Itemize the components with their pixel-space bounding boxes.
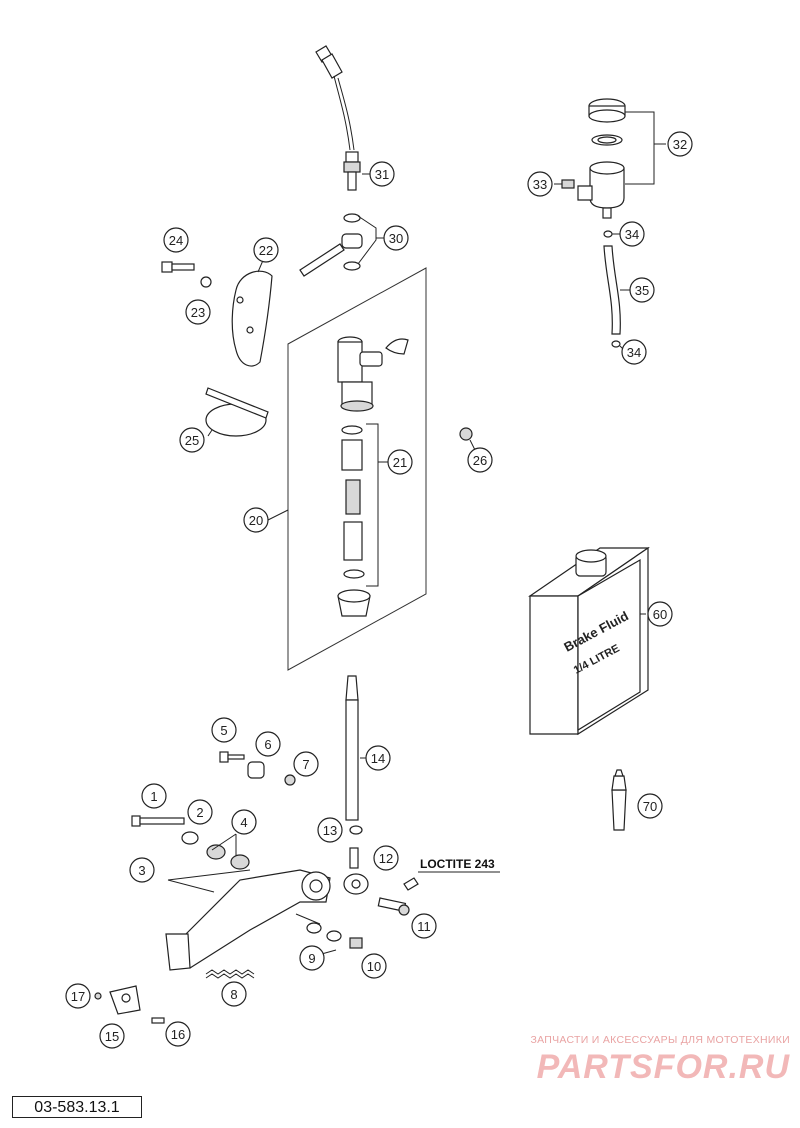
svg-text:7: 7 bbox=[302, 757, 309, 772]
callout-13: 13 bbox=[317, 817, 343, 843]
callout-23: 23 bbox=[185, 299, 211, 325]
svg-text:21: 21 bbox=[393, 455, 407, 470]
svg-text:1: 1 bbox=[150, 789, 157, 804]
svg-text:70: 70 bbox=[643, 799, 657, 814]
svg-text:34: 34 bbox=[625, 227, 639, 242]
svg-text:23: 23 bbox=[191, 305, 205, 320]
svg-text:17: 17 bbox=[71, 989, 85, 1004]
svg-text:10: 10 bbox=[367, 959, 381, 974]
svg-text:15: 15 bbox=[105, 1029, 119, 1044]
callout-34-bottom: 34 bbox=[621, 339, 647, 365]
callout-9: 9 bbox=[299, 945, 325, 971]
callout-5: 5 bbox=[211, 717, 237, 743]
svg-text:8: 8 bbox=[230, 987, 237, 1002]
callout-33: 33 bbox=[527, 171, 553, 197]
grease-tube bbox=[611, 769, 627, 831]
svg-text:26: 26 bbox=[473, 453, 487, 468]
callout-60: 60 bbox=[647, 601, 673, 627]
callout-35: 35 bbox=[629, 277, 655, 303]
watermark-tagline: ЗАПЧАСТИ И АКСЕССУАРЫ ДЛЯ МОТОТЕХНИКИ bbox=[530, 1034, 790, 1046]
callout-14: 14 bbox=[365, 745, 391, 771]
callout-22: 22 bbox=[253, 237, 279, 263]
svg-text:14: 14 bbox=[371, 751, 385, 766]
callout-17: 17 bbox=[65, 983, 91, 1009]
callout-21: 21 bbox=[387, 449, 413, 475]
svg-text:11: 11 bbox=[417, 919, 431, 934]
clevis-assembly bbox=[295, 847, 500, 961]
svg-text:16: 16 bbox=[171, 1027, 185, 1042]
brake-fluid-reservoir bbox=[554, 98, 666, 219]
drawing-number: 03-583.13.1 bbox=[12, 1096, 142, 1118]
svg-text:2: 2 bbox=[196, 805, 203, 820]
nut-26 bbox=[459, 427, 477, 453]
svg-text:30: 30 bbox=[389, 231, 403, 246]
svg-text:9: 9 bbox=[308, 951, 315, 966]
callout-12: 12 bbox=[373, 845, 399, 871]
loctite-annotation: LOCTITE 243 bbox=[420, 857, 495, 871]
svg-text:12: 12 bbox=[379, 851, 393, 866]
watermark-brand: PARTSFOR.RU bbox=[536, 1048, 790, 1086]
svg-text:60: 60 bbox=[653, 607, 667, 622]
svg-text:3: 3 bbox=[138, 863, 145, 878]
callout-24: 24 bbox=[163, 227, 189, 253]
cable-tie bbox=[205, 387, 269, 437]
brake-master-cylinder bbox=[267, 336, 409, 617]
svg-text:5: 5 bbox=[220, 723, 227, 738]
callout-7: 7 bbox=[293, 751, 319, 777]
callout-16: 16 bbox=[165, 1021, 191, 1047]
banjo-fitting bbox=[299, 213, 384, 277]
master-cylinder-kit-frame bbox=[287, 267, 427, 671]
push-rod bbox=[345, 675, 366, 835]
callout-70: 70 bbox=[637, 793, 663, 819]
svg-text:25: 25 bbox=[185, 433, 199, 448]
svg-text:6: 6 bbox=[264, 737, 271, 752]
pedal-pivot-hardware bbox=[131, 751, 296, 870]
callout-3: 3 bbox=[129, 857, 155, 883]
svg-text:34: 34 bbox=[627, 345, 641, 360]
callout-4: 4 bbox=[231, 809, 257, 835]
callout-30: 30 bbox=[383, 225, 409, 251]
heel-guard-cover bbox=[161, 257, 273, 367]
callout-6: 6 bbox=[255, 731, 281, 757]
svg-text:35: 35 bbox=[635, 283, 649, 298]
return-spring bbox=[205, 969, 255, 979]
callout-31: 31 bbox=[369, 161, 395, 187]
callout-26: 26 bbox=[467, 447, 493, 473]
callout-10: 10 bbox=[361, 953, 387, 979]
callout-32: 32 bbox=[667, 131, 693, 157]
callout-1: 1 bbox=[141, 783, 167, 809]
svg-text:22: 22 bbox=[259, 243, 273, 258]
svg-text:33: 33 bbox=[533, 177, 547, 192]
callout-15: 15 bbox=[99, 1023, 125, 1049]
reservoir-hose bbox=[603, 230, 630, 351]
callout-2: 2 bbox=[187, 799, 213, 825]
callout-20: 20 bbox=[243, 507, 269, 533]
spring-bracket bbox=[94, 985, 165, 1024]
svg-text:20: 20 bbox=[249, 513, 263, 528]
brake-light-switch bbox=[315, 45, 370, 191]
callout-8: 8 bbox=[221, 981, 247, 1007]
svg-text:32: 32 bbox=[673, 137, 687, 152]
callout-25: 25 bbox=[179, 427, 205, 453]
brake-fluid-bottle bbox=[528, 546, 650, 736]
callout-34-top: 34 bbox=[619, 221, 645, 247]
svg-text:24: 24 bbox=[169, 233, 183, 248]
callout-11: 11 bbox=[411, 913, 437, 939]
svg-text:4: 4 bbox=[240, 815, 247, 830]
brake-pedal bbox=[165, 869, 331, 971]
svg-text:13: 13 bbox=[323, 823, 337, 838]
svg-text:31: 31 bbox=[375, 167, 389, 182]
